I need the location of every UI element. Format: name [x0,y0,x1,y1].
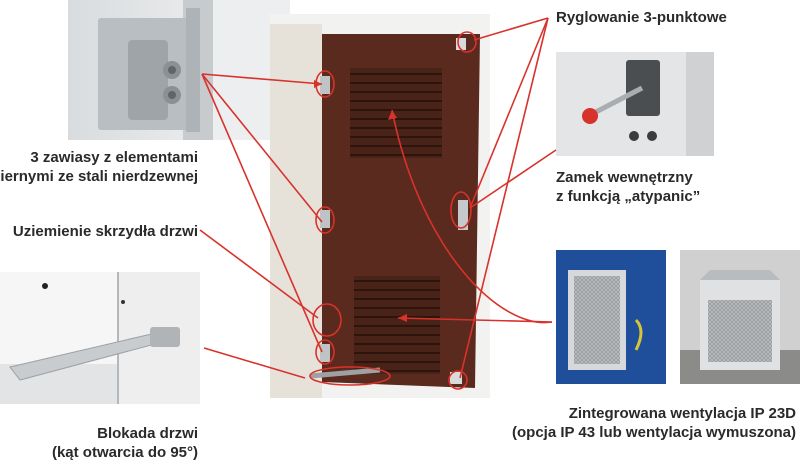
hinge-closeup-photo [68,0,290,140]
locking-label: Ryglowanie 3-punktowe [556,8,727,27]
door-main-photo [270,14,490,398]
hinges-label-line1: 3 zawiasy z elementami [30,149,198,166]
ventilation-label: Zintegrowana wentylacja IP 23D (opcja IP… [512,404,796,442]
door-lock-label-line2: (kąt otwarcia do 95°) [51,444,198,461]
grounding-label-text: Uziemienie skrzydła drzwi [12,223,198,240]
inner-lock-label-line2: z funkcją „atypanic” [556,188,701,205]
hinges-label: 3 zawiasy z elementami ciernymi ze stali… [0,148,198,186]
ventilation-label-line2: (opcja IP 43 lub wentylacja wymuszona) [512,424,796,441]
ventilation-fan-photo [680,250,800,384]
locking-label-text: Ryglowanie 3-punktowe [556,9,727,26]
ventilation-label-line1: Zintegrowana wentylacja IP 23D [568,405,796,422]
inner-lock-label: Zamek wewnętrzny z funkcją „atypanic” [556,168,700,206]
ventilation-grille-photo [556,250,666,384]
hinges-label-line2: ciernymi ze stali nierdzewnej [0,168,198,185]
door-lock-bar-photo [0,272,200,404]
grounding-label: Uziemienie skrzydła drzwi [13,222,198,241]
door-lock-label: Blokada drzwi (kąt otwarcia do 95°) [52,424,198,462]
door-lock-label-line1: Blokada drzwi [97,425,198,442]
inner-lock-photo [556,52,714,156]
inner-lock-label-line1: Zamek wewnętrzny [556,169,693,186]
